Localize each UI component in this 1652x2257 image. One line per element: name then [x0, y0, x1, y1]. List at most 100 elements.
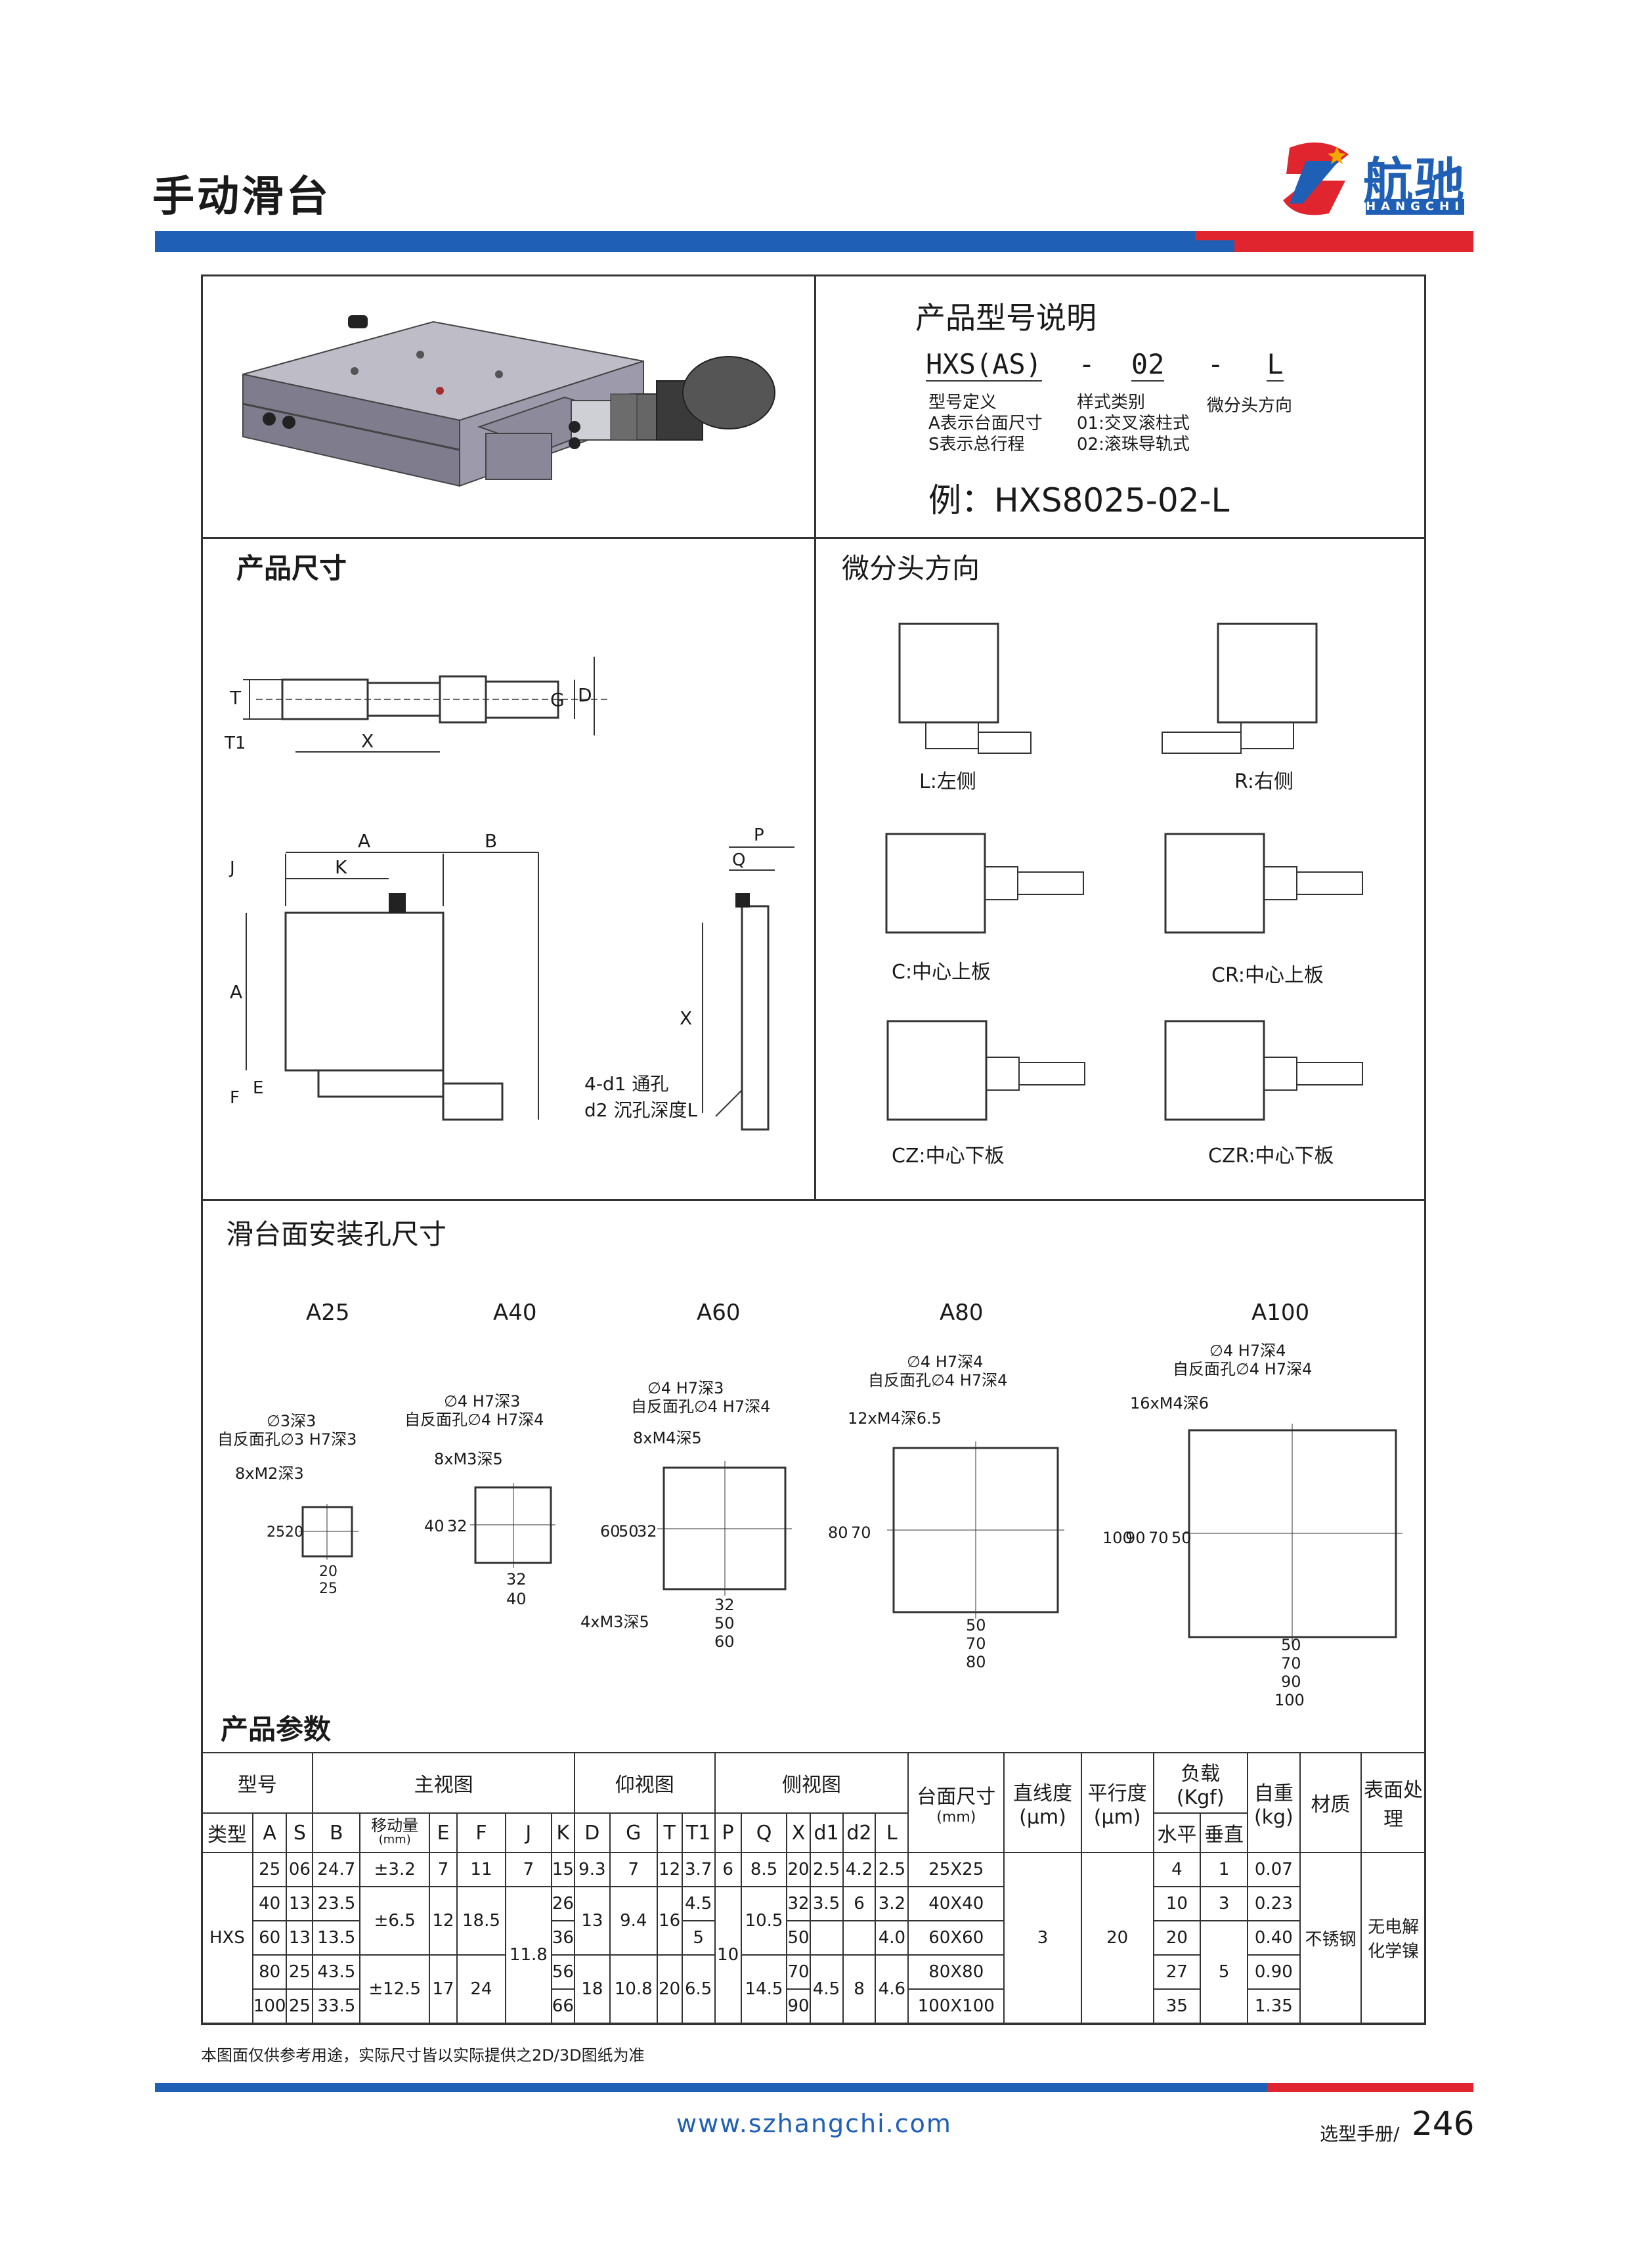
cell-K: 56 — [550, 1954, 575, 1990]
cell-X: 32 — [786, 1886, 811, 1921]
th-D: D — [573, 1812, 611, 1853]
header-stripe-red-lower — [1234, 240, 1473, 252]
hole-A80-note1: ∅4 H7深4 — [907, 1353, 983, 1371]
direction-label-CR: CR:中心上板 — [1211, 964, 1324, 987]
model-col2-line1: 样式类别 — [1077, 393, 1146, 412]
hole-A100-dim1: 100 — [1102, 1529, 1133, 1547]
th-model: 型号 — [200, 1752, 314, 1814]
hole-A100-dim7: 90 — [1281, 1673, 1301, 1691]
cell-E: 7 — [429, 1852, 458, 1887]
hole-A25-dim3: 20 — [319, 1564, 337, 1580]
cell-type: HXS — [201, 1852, 253, 2024]
th-move-label: 移动量 — [371, 1816, 419, 1835]
hole-A25-note2: 自反面孔∅3 H7深3 — [217, 1430, 357, 1449]
th-load: 负载(Kgf) — [1152, 1752, 1248, 1814]
cell-K: 66 — [550, 1988, 575, 2024]
cell-Q: 8.5 — [740, 1852, 788, 1887]
hole-A40-name: A40 — [493, 1300, 537, 1326]
th-T1: T1 — [681, 1812, 716, 1853]
model-code-dash-1: - — [1078, 348, 1095, 380]
model-code-dash-2: - — [1207, 348, 1225, 380]
hole-A60-note4: 4xM3深5 — [580, 1613, 649, 1631]
th-B: B — [312, 1812, 361, 1853]
cell-horizontal: 27 — [1152, 1954, 1202, 1990]
spec-frame — [201, 274, 1426, 2025]
hole-A40-note2: 自反面孔∅4 H7深4 — [404, 1411, 544, 1429]
cell-A: 100 — [251, 1988, 288, 2024]
table-row: 60 13 13.5 36 5 50 4.0 60X60 20 5 0.40 — [202, 1920, 1425, 2024]
cell-surface: 无电解化学镍 — [1360, 1852, 1426, 2024]
hole-A40-dim3: 32 — [506, 1570, 527, 1589]
th-A: A — [251, 1812, 288, 1853]
th-side-view: 侧视图 — [714, 1752, 909, 1814]
cell-P: 6 — [714, 1852, 742, 1887]
hole-A40-note1: ∅4 H7深3 — [444, 1392, 520, 1411]
th-bottom-view: 仰视图 — [573, 1752, 716, 1814]
hole-A60-dim1: 60 — [600, 1522, 620, 1541]
hole-A60-dim3: 32 — [637, 1522, 657, 1541]
th-horizontal: 水平 — [1152, 1812, 1202, 1853]
cell-T: 20 — [656, 1954, 683, 2024]
cell-d1: 2.5 — [809, 1852, 844, 1887]
header-stripe-red — [1195, 231, 1473, 240]
model-col1-line1: 型号定义 — [928, 393, 997, 412]
model-col2-line2: 01:交叉滚柱式 — [1077, 414, 1190, 433]
model-col-direction: 微分头方向 — [1207, 396, 1293, 416]
hole-A25-dim2: 20 — [285, 1524, 303, 1541]
dimensions-title: 产品尺寸 — [236, 552, 347, 584]
table-row: HXS 25 06 24.7 ±3.2 7 11 7 15 9.3 7 12 3… — [201, 1852, 1426, 2024]
hole-A80-dim4: 70 — [966, 1634, 986, 1653]
th-main-view: 主视图 — [312, 1752, 575, 1814]
cell-size: 60X60 — [907, 1920, 1005, 1956]
cell-T1: 6.5 — [681, 1954, 716, 2024]
hole-A100-note3: 16xM4深6 — [1130, 1394, 1209, 1413]
cell-F: 11 — [456, 1852, 506, 1887]
cell-T1: 4.5 — [681, 1886, 716, 1921]
cell-weight: 0.23 — [1246, 1886, 1301, 1921]
holes-title: 滑台面安装孔尺寸 — [226, 1218, 447, 1250]
page-number: 246 — [1412, 2105, 1475, 2143]
hole-A40-dim1: 40 — [424, 1517, 445, 1535]
cell-L: 3.2 — [875, 1886, 909, 1921]
cell-L: 4.0 — [875, 1920, 909, 1956]
dimension-drawing: T T1 X G D A B K J A F E X P Q 4-d1 通孔 d… — [224, 657, 794, 1131]
hole-A80-note2: 自反面孔∅4 H7深4 — [868, 1371, 1007, 1390]
direction-label-CZR: CZR:中心下板 — [1208, 1145, 1334, 1168]
th-straightness-unit: (μm) — [1019, 1805, 1066, 1829]
divider-middle — [201, 1199, 1426, 1201]
cell-S: 25 — [286, 1988, 314, 2024]
hole-A25-dim1: 25 — [267, 1524, 285, 1541]
th-F: F — [456, 1812, 506, 1853]
cell-S: 06 — [286, 1852, 314, 1887]
th-G: G — [609, 1812, 658, 1853]
cell-L: 4.6 — [875, 1954, 909, 2024]
cell-T: 16 — [656, 1886, 683, 1956]
dim-label-Q: Q — [732, 850, 745, 870]
cell-D: 9.3 — [573, 1852, 611, 1887]
cell-size: 100X100 — [907, 1988, 1005, 2024]
cell-parallelism: 20 — [1080, 1852, 1154, 2024]
cell-K: 36 — [550, 1920, 575, 1956]
cell-horizontal: 4 — [1152, 1852, 1202, 1887]
direction-R-drawing — [1162, 623, 1318, 754]
cell-D: 13 — [573, 1886, 611, 1956]
th-d1: d1 — [809, 1812, 844, 1853]
cell-vertical: 3 — [1200, 1886, 1248, 1921]
model-col2-line3: 02:滚珠导轨式 — [1077, 435, 1190, 454]
logo-english-text: HANGCHI — [1366, 199, 1464, 215]
hole-A80-note3: 12xM4深6.5 — [848, 1409, 942, 1428]
hole-A100-dim6: 70 — [1281, 1654, 1301, 1673]
cell-T: 12 — [656, 1852, 683, 1887]
footer-stripe-red — [1267, 2083, 1473, 2092]
direction-label-L: L:左侧 — [919, 770, 976, 793]
model-code-part-style: 02 — [1131, 348, 1165, 382]
hole-A25-name: A25 — [306, 1300, 350, 1326]
product-render-image — [242, 315, 775, 487]
th-table-size: 台面尺寸(mm) — [907, 1752, 1005, 1853]
cell-X: 90 — [786, 1988, 811, 2024]
dim-label-F: F — [230, 1088, 240, 1108]
website-link[interactable]: www.szhangchi.com — [676, 2109, 952, 2138]
cell-move: ±6.5 — [359, 1886, 431, 1956]
cell-d2: 6 — [842, 1886, 877, 1921]
cell-weight: 0.90 — [1246, 1954, 1301, 1990]
